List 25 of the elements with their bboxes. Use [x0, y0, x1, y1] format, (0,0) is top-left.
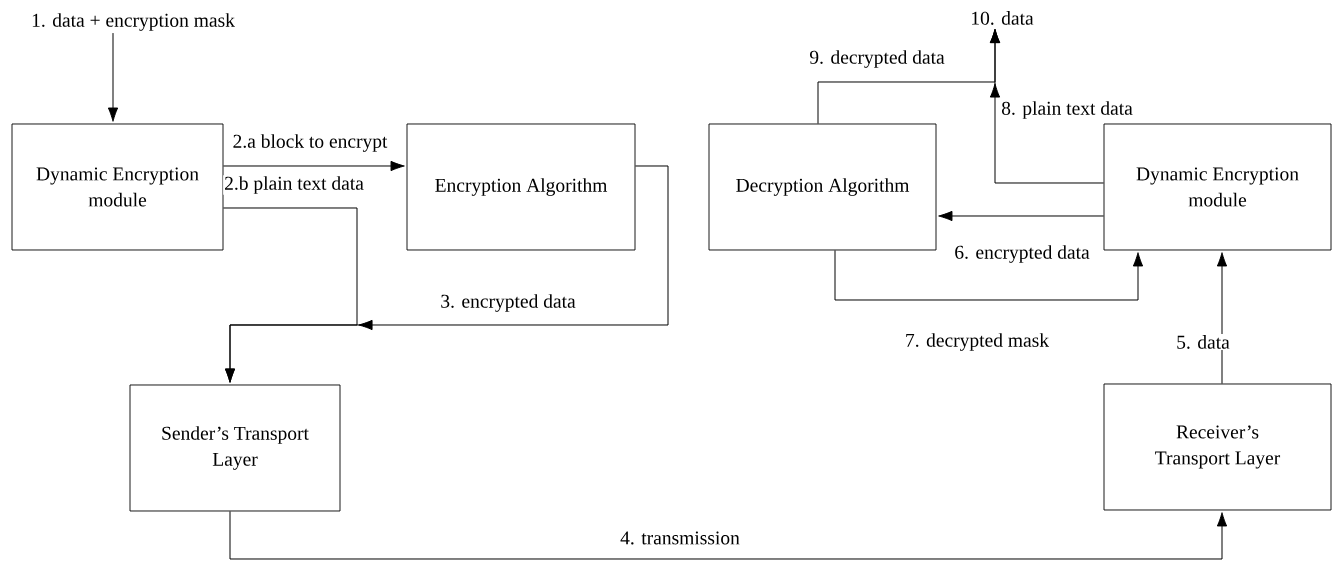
edge-label: 6. encrypted data [953, 244, 1091, 264]
arrow [224, 165, 669, 383]
process-box: Dynamic Encryption module [11, 123, 224, 251]
arrow [107, 32, 119, 122]
process-box: Dynamic Encryption module [1103, 123, 1332, 251]
arrow [229, 510, 1228, 560]
arrow [938, 210, 1105, 222]
edge-label: 3. encrypted data [439, 293, 577, 313]
edge-label: 4. transmission [619, 530, 741, 546]
edge-label: 2.b plain text data [223, 175, 365, 195]
edge-label: 7. decrypted mask [904, 332, 1050, 352]
arrow [1216, 252, 1228, 385]
edge-label: 8. plain text data [1000, 100, 1134, 120]
process-box: Encryption Algorithm [406, 123, 636, 251]
text-label: 10. data [972, 11, 1034, 25]
edge-label: 5. data [1175, 334, 1231, 350]
process-box: Sender’s Transport Layer [129, 384, 341, 512]
arrow [222, 160, 405, 172]
edge-label: 9. decrypted data [808, 49, 946, 69]
arrow [834, 249, 1144, 301]
process-box: Decryption Algorithm [708, 123, 937, 251]
text-label: 1. data + encryption mask [32, 13, 235, 31]
edge-label: 2.a block to encrypt [231, 133, 389, 153]
arrow [817, 28, 1001, 125]
process-box: Receiver’s Transport Layer [1103, 383, 1332, 511]
